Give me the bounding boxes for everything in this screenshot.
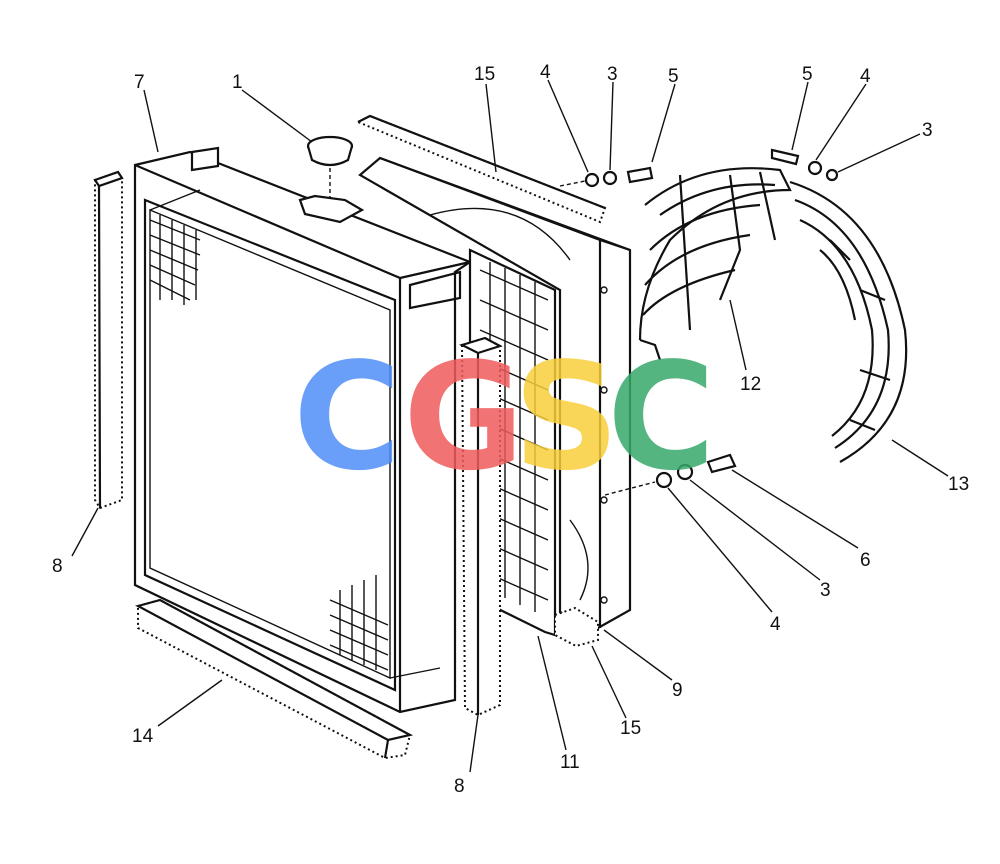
callout-4-right: 4 — [860, 66, 871, 87]
callout-13: 13 — [948, 474, 969, 495]
top-seal-strip — [355, 114, 607, 224]
watermark-letter-1: C — [293, 331, 402, 503]
hardware-upper-left — [559, 166, 654, 188]
fan-guard-lower — [789, 180, 908, 463]
watermark-letter-3: S — [513, 331, 620, 503]
callout-15-top: 15 — [474, 64, 495, 85]
side-seal-strip-left — [93, 170, 124, 510]
callouts: 1 7 15 4 3 5 5 4 3 12 13 6 3 4 9 15 11 8… — [52, 62, 969, 797]
leader-lines — [71, 79, 949, 773]
callout-3-lower: 3 — [820, 580, 831, 601]
callout-6: 6 — [860, 550, 871, 571]
hardware-upper-right — [770, 148, 839, 182]
callout-5-right: 5 — [802, 64, 813, 85]
callout-3-right: 3 — [922, 120, 933, 141]
watermark-letter-4: C — [607, 331, 716, 503]
callout-14: 14 — [132, 726, 154, 747]
callout-4-top: 4 — [540, 62, 551, 83]
fan-shroud-frame — [358, 156, 632, 630]
radiator-cap — [298, 135, 365, 224]
hardware-lower — [604, 453, 737, 496]
side-seal-strip-right — [459, 336, 503, 717]
watermark-logo: C G S C — [293, 331, 716, 503]
bottom-seal-strip — [135, 598, 414, 760]
callout-9: 9 — [672, 680, 683, 701]
bottom-seal-strip-short — [554, 606, 599, 648]
callout-4-lower: 4 — [770, 614, 781, 635]
callout-8-right: 8 — [454, 776, 465, 797]
watermark-letter-2: G — [403, 331, 524, 503]
callout-5-top: 5 — [668, 66, 679, 87]
callout-11: 11 — [560, 752, 580, 773]
radiator-core — [133, 146, 473, 714]
callout-8-left: 8 — [52, 556, 63, 577]
callout-3-top: 3 — [607, 64, 618, 85]
callout-12: 12 — [740, 374, 761, 395]
callout-7: 7 — [134, 72, 145, 93]
fan-guard-upper — [638, 167, 792, 361]
callout-1: 1 — [232, 72, 243, 93]
callout-15-bottom: 15 — [620, 718, 641, 739]
